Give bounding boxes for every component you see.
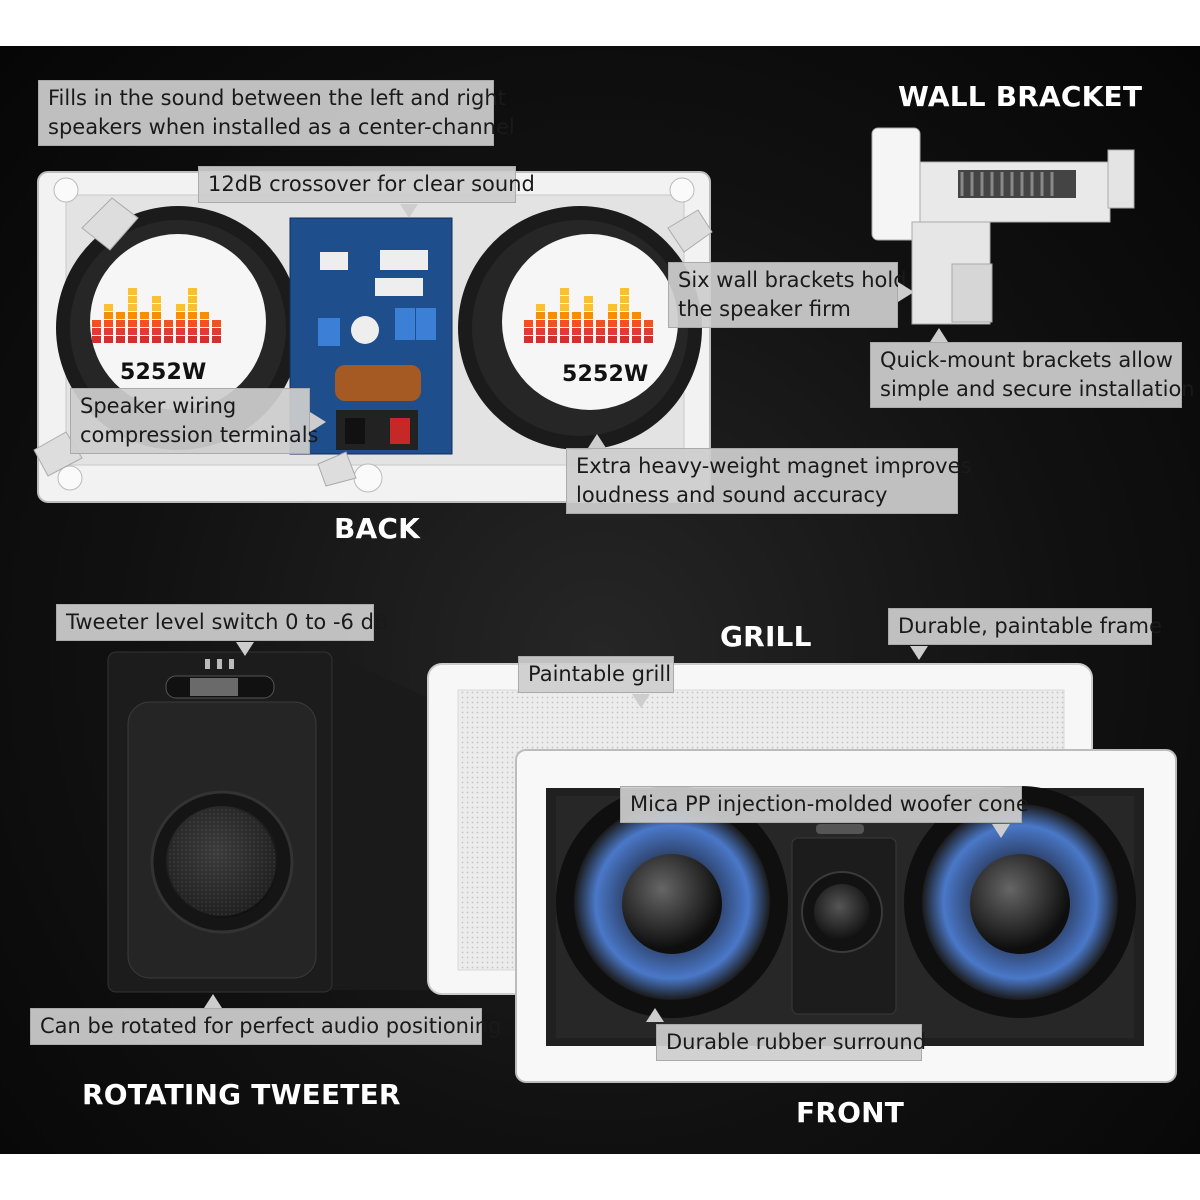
pointer-woofer-cone — [992, 824, 1010, 838]
model-label-right: 5252W — [562, 362, 649, 387]
callout-quick-mount-line1: Quick-mount brackets allow — [880, 348, 1173, 372]
heading-front: FRONT — [796, 1096, 905, 1129]
pointer-paintable-grill — [632, 694, 650, 708]
pointer-wiring — [310, 412, 326, 432]
callout-rotated: Can be rotated for perfect audio positio… — [30, 1008, 501, 1045]
callout-wiring-line1: Speaker wiring — [80, 394, 237, 418]
model-label-left: 5252W — [120, 360, 207, 385]
callout-six-brackets: Six wall brackets hold the speaker firm — [668, 262, 907, 328]
callout-rubber-surround: Durable rubber surround — [656, 1024, 926, 1061]
pointer-six-brackets — [898, 282, 914, 302]
pointer-rubber-surround — [646, 1008, 664, 1022]
callout-tweeter-switch: Tweeter level switch 0 to -6 dB — [56, 604, 388, 641]
heading-rotating-tweeter: ROTATING TWEETER — [82, 1078, 401, 1111]
pointer-magnet — [588, 434, 606, 448]
rotating-tweeter — [107, 651, 442, 993]
callout-center-channel: Fills in the sound between the left and … — [38, 80, 515, 146]
front-speaker — [515, 749, 1177, 1083]
callout-woofer-cone: Mica PP injection-molded woofer cone — [620, 786, 1029, 823]
callout-magnet-line2: loudness and sound accuracy — [576, 483, 888, 507]
right-level-meter — [524, 288, 653, 343]
callout-center-channel-line2: speakers when installed as a center-chan… — [48, 115, 515, 139]
callout-paintable-grill: Paintable grill — [518, 656, 674, 693]
callout-magnet-line1: Extra heavy-weight magnet improves — [576, 454, 972, 478]
heading-grill: GRILL — [720, 620, 812, 653]
callout-six-brackets-line1: Six wall brackets hold — [678, 268, 907, 292]
wall-bracket — [871, 127, 1135, 325]
callout-magnet: Extra heavy-weight magnet improves loudn… — [566, 448, 972, 514]
pointer-crossover — [400, 204, 418, 218]
callout-quick-mount-line2: simple and secure installation — [880, 377, 1195, 401]
callout-wiring: Speaker wiring compression terminals — [70, 388, 319, 454]
callout-wiring-line2: compression terminals — [80, 423, 319, 447]
pointer-rotated — [204, 994, 222, 1008]
pointer-quick-mount — [930, 328, 948, 342]
heading-wall-bracket: WALL BRACKET — [898, 80, 1143, 113]
callout-quick-mount: Quick-mount brackets allow simple and se… — [870, 342, 1195, 408]
callout-center-channel-line1: Fills in the sound between the left and … — [48, 86, 506, 110]
pointer-paintable-frame — [910, 646, 928, 660]
callout-six-brackets-line2: the speaker firm — [678, 297, 851, 321]
pointer-tweeter-switch — [236, 642, 254, 656]
callout-paintable-frame: Durable, paintable frame — [888, 608, 1162, 645]
heading-back: BACK — [334, 512, 421, 545]
left-level-meter — [92, 288, 221, 343]
callout-crossover: 12dB crossover for clear sound — [198, 166, 535, 203]
